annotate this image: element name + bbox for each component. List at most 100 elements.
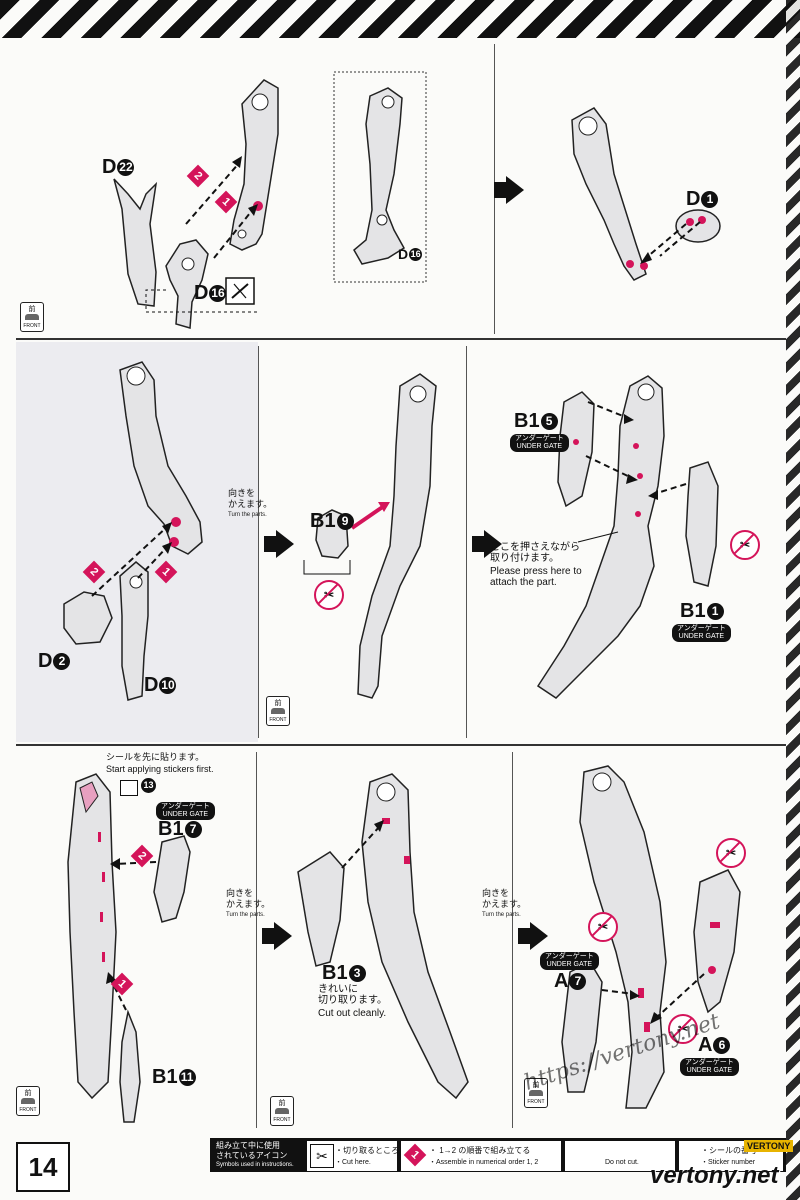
legend-bar: 組み立て中に使用 されているアイコン Symbols used in instr… <box>210 1138 786 1172</box>
part-d16-shape <box>165 239 209 329</box>
cut-icon: ✂ <box>310 1144 334 1168</box>
part-b11-shape <box>119 1009 141 1123</box>
assembled-frame-shape <box>571 107 647 281</box>
step2-arrow-a <box>264 530 294 558</box>
panel-divider-2 <box>16 744 786 746</box>
sticker-icon <box>120 780 138 796</box>
brand-watermark: vertony.net <box>650 1162 779 1189</box>
no-touch-icon: ✂ <box>716 838 746 868</box>
step2-divider-a <box>258 346 259 738</box>
step2-a-drawing <box>63 361 203 701</box>
part-b13-shape <box>297 851 345 967</box>
part-detail-shape <box>353 87 406 265</box>
part-d10-shape <box>119 561 149 701</box>
legend-order-en: ・Assemble in numerical order 1, 2 <box>429 1159 539 1166</box>
turn-parts-text-jp: 向きを かえます。 <box>228 488 273 509</box>
legend-order-jp: ・ 1→2 の順番で組み立てる <box>429 1146 531 1155</box>
press-here-note-jp: ここを押さえながら 取り付けます。 <box>490 542 580 564</box>
part-b11-shape <box>685 461 719 587</box>
no-touch-icon: ✂ <box>314 580 344 610</box>
step1-left-drawing <box>113 71 427 329</box>
step1-next-arrow <box>494 176 524 204</box>
legend-nocut-en: Do not cut. <box>605 1159 639 1166</box>
no-touch-icon: ✂ <box>588 912 618 942</box>
turn-parts-text-en: Turn the parts. <box>226 912 265 918</box>
no-touch-icon: ✂ <box>730 530 760 560</box>
part-b17-shape <box>153 835 191 923</box>
step3-divider-b <box>512 752 513 1128</box>
sticker-number-badge: 13 <box>140 778 156 793</box>
legend-cut-jp: ・切り取るところ <box>335 1146 399 1155</box>
step3-divider-a <box>256 752 257 1128</box>
brand-tag: VERTONY <box>744 1140 794 1152</box>
legend-order-item: 1 ・ 1→2 の順番で組み立てる ・Assemble in numerical… <box>400 1140 562 1172</box>
step1-right-drawing <box>571 107 721 281</box>
step2-divider-b <box>466 346 467 738</box>
legend-title-en: Symbols used in instructions. <box>216 1162 294 1168</box>
turn-parts-text-en: Turn the parts. <box>228 512 267 518</box>
step3-c-drawing <box>561 765 741 1109</box>
legend-cut-en: ・Cut here. <box>335 1159 371 1166</box>
part-d2-shape <box>63 591 113 645</box>
step2-b-drawing <box>303 373 437 699</box>
turn-parts-text-jp: 向きを かえます。 <box>482 888 527 909</box>
legend-sticker-jp: ・シールの番号 <box>701 1146 757 1155</box>
thigh-frame-shape <box>119 361 203 555</box>
step3-arrow-a <box>262 922 292 950</box>
top-hazard-stripe <box>0 0 800 38</box>
right-hazard-stripe <box>786 0 800 1200</box>
legend-nocut-item: Do not cut. <box>564 1140 676 1172</box>
leg-assembly-shape <box>536 375 665 699</box>
leg-assembly-shape <box>361 773 469 1100</box>
sticker-first-note-jp: シールを先に貼ります。 <box>106 752 205 762</box>
turn-parts-text-en: Turn the parts. <box>482 912 521 918</box>
legend-cut-item: ✂ ・切り取るところ ・Cut here. <box>306 1140 399 1172</box>
leg-assembly-shape <box>67 773 117 1100</box>
leg-assembly-shape <box>357 373 437 699</box>
press-here-note-en: Please press here to attach the part. <box>490 566 582 588</box>
page-number: 14 <box>16 1142 70 1192</box>
part-frame-shape <box>229 79 279 251</box>
sticker-first-note-en: Start applying stickers first. <box>106 764 214 774</box>
part-a6-shape <box>693 869 741 1014</box>
step3-arrow-b <box>518 922 548 950</box>
legend-sticker-en: ・Sticker number <box>701 1159 756 1166</box>
step2-c-drawing <box>536 375 719 699</box>
step3-a-panel: シールを先に貼ります。 Start applying stickers firs… <box>16 752 256 1128</box>
cut-cleanly-note-jp: きれいに 切り取ります。 <box>318 984 387 1006</box>
panel-divider-1 <box>16 338 786 340</box>
turn-parts-text-jp: 向きを かえます。 <box>226 888 271 909</box>
cut-cleanly-note-en: Cut out cleanly. <box>318 1008 387 1019</box>
